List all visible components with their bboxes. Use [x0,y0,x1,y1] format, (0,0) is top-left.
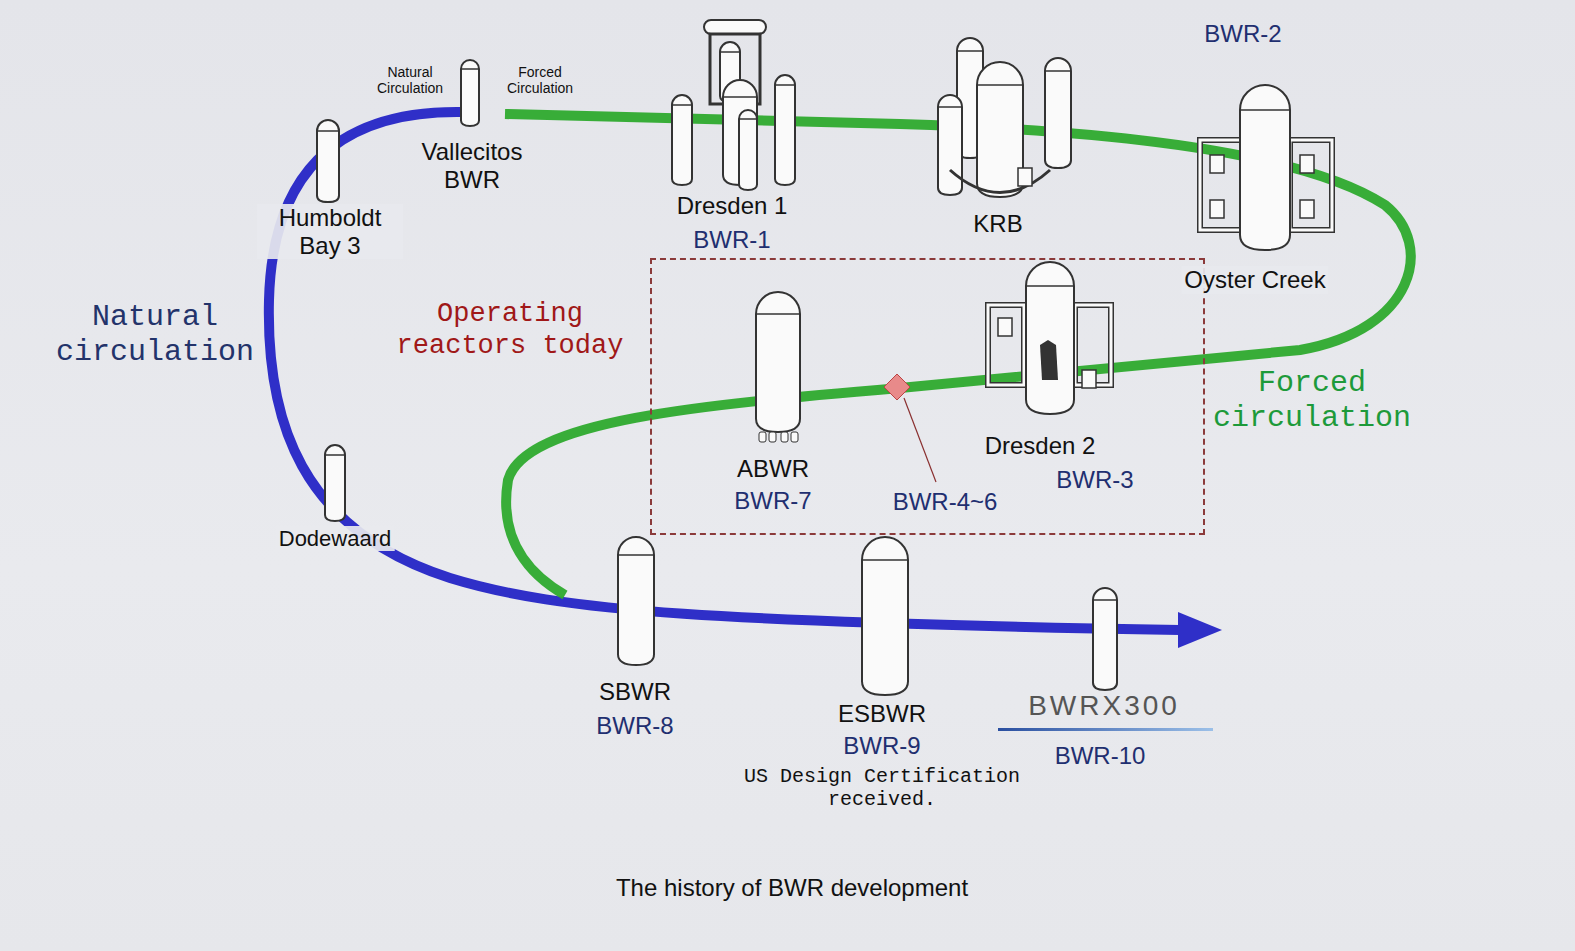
internal-pump [769,432,776,442]
internal-pump [781,432,788,442]
section-title: Forced circulation [1207,366,1417,435]
recirculation-loop [1200,140,1242,230]
recirculation-pump [1210,155,1224,173]
recirculation-pump [1300,155,1314,173]
leader-line [904,398,936,482]
recirculation-pump [1300,200,1314,218]
model-number: BWR-9 [843,732,920,760]
model-number: BWR-7 [734,487,811,515]
recirculation-pump [1210,200,1224,218]
model-number: BWR-10 [1055,742,1146,770]
abwr-vessel [756,292,800,432]
bwrx300-vessel [1093,588,1117,690]
internal-pump [791,432,798,442]
krb-generator [938,95,962,195]
humboldt-vessel [317,120,339,202]
dodewaard-vessel [325,445,345,521]
krb-pump [1018,168,1032,186]
reactor-name: Oyster Creek [1181,266,1328,294]
recirculation-loop [988,305,1024,385]
oyster-creek-vessel [1240,85,1290,250]
reactor-name: ESBWR [838,700,926,728]
section-title: Natural circulation [50,300,260,369]
model-number: BWR-8 [596,712,673,740]
internal-pump [759,432,766,442]
natural-circulation-path [269,112,1180,630]
flow-note: Natural Circulation [365,64,455,96]
certification-note: US Design Certification received. [727,765,1037,811]
reactor-name: Dresden 1 [677,192,788,220]
reactor-name: SBWR [599,678,671,706]
logo-text: BWRX300 [1028,690,1180,722]
dresden2-vessel [1026,262,1074,414]
region-title: Operating reactors today [390,298,630,363]
vallecitos-vessel [461,60,479,126]
jet-pump [1040,340,1058,380]
marker-diamond [884,374,910,400]
recirculation-pump [1082,370,1096,388]
reactor-name: ABWR [737,455,809,483]
secondary-generator [775,75,795,185]
flow-note: Forced Circulation [495,64,585,96]
recirculation-pump [998,318,1012,336]
reactor-name: Dresden 2 [985,432,1096,460]
reactor-name: Vallecitos BWR [407,138,537,193]
model-number: BWR-2 [1204,20,1281,48]
pipe-fill [988,305,1024,385]
dresden1-pump [739,110,757,190]
arrow-head [1178,612,1222,648]
logo-underline [998,728,1213,731]
caption: The history of BWR development [616,874,968,902]
pipe-fill [1290,140,1332,230]
krb-separator [1045,58,1071,168]
secondary-generator [672,95,692,185]
krb-vessel [977,62,1023,197]
pipe-fill [1200,140,1242,230]
krb-pipe [950,170,1050,193]
reactor-name: Dodewaard [276,526,395,551]
model-number: BWR-3 [1056,466,1133,494]
model-number: BWR-4~6 [893,488,998,516]
recirculation-loop [1290,140,1332,230]
sbwr-vessel [618,537,654,665]
reactor-name: KRB [973,210,1022,238]
reactor-name: Humboldt Bay 3 [257,204,403,259]
esbwr-vessel [862,537,908,695]
model-number: BWR-1 [693,226,770,254]
steam-drum [704,20,766,34]
